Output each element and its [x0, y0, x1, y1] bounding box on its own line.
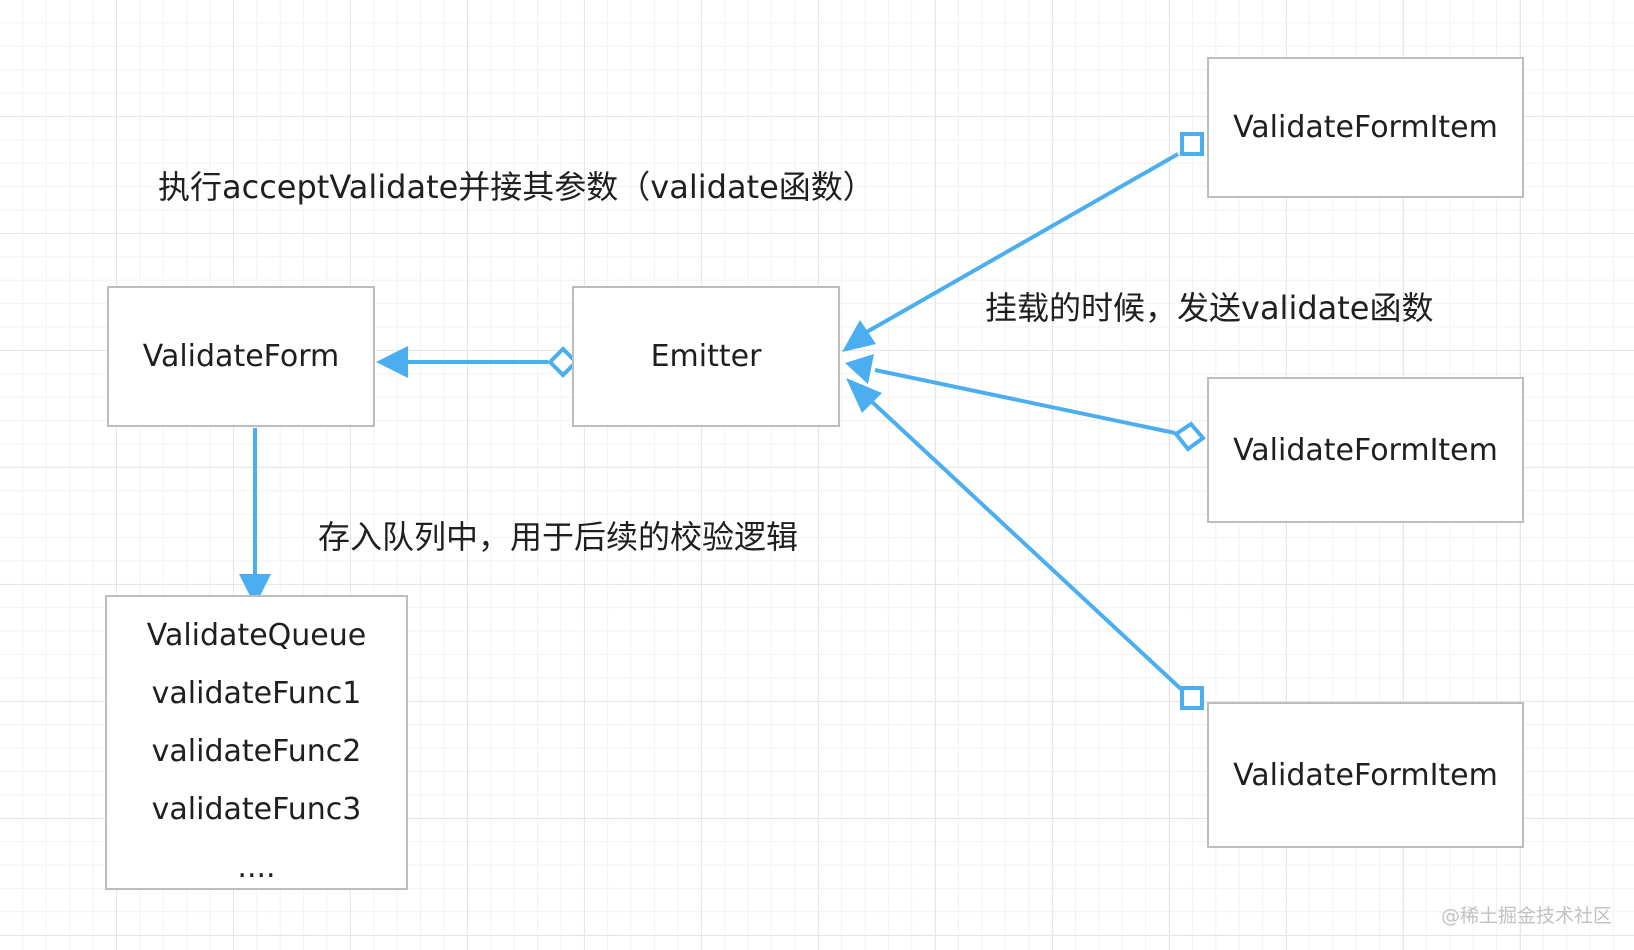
edge-validateform-to-queue [239, 428, 271, 606]
queue-item: validateFunc1 [151, 676, 362, 711]
emitter-node: Emitter [572, 286, 840, 427]
mount-send-label: 挂载的时候，发送validate函数 [985, 289, 1434, 327]
store-queue-label: 存入队列中，用于后续的校验逻辑 [318, 518, 799, 556]
square-endpoint-icon [1180, 132, 1204, 156]
arrowhead-icon [842, 320, 876, 352]
validatequeue-node: ValidateQueue validateFunc1 validateFunc… [105, 595, 408, 890]
queue-item: validateFunc3 [151, 792, 362, 827]
queue-title: ValidateQueue [146, 618, 367, 653]
arrowhead-icon [376, 346, 408, 378]
arrowhead-icon [239, 574, 271, 606]
validateform-node: ValidateForm [107, 286, 375, 427]
edge-formitem2-to-emitter [845, 354, 1206, 452]
arrowhead-icon [845, 354, 874, 384]
validateformitem-node-label: ValidateFormItem [1233, 110, 1498, 145]
edge-formitem1-to-emitter [842, 132, 1204, 352]
queue-item: .... [237, 850, 276, 885]
accept-validate-label: 执行acceptValidate并接其参数（validate函数） [158, 168, 875, 206]
watermark: @稀土掘金技术社区 [1440, 905, 1612, 927]
edge-emitter-to-validateform [376, 346, 579, 378]
validateformitem-node: ValidateFormItem [1207, 377, 1524, 523]
square-endpoint-icon [1180, 686, 1204, 710]
validateform-node-label: ValidateForm [142, 339, 340, 374]
validateformitem-node: ValidateFormItem [1207, 57, 1524, 198]
diamond-icon [1173, 421, 1206, 452]
validateformitem-node: ValidateFormItem [1207, 702, 1524, 848]
edge-formitem3-to-emitter [846, 378, 1204, 710]
emitter-node-label: Emitter [650, 339, 762, 374]
queue-item: validateFunc2 [151, 734, 362, 769]
validateformitem-node-label: ValidateFormItem [1233, 757, 1498, 793]
validateformitem-node-label: ValidateFormItem [1233, 432, 1498, 468]
arrowhead-icon [846, 378, 882, 413]
